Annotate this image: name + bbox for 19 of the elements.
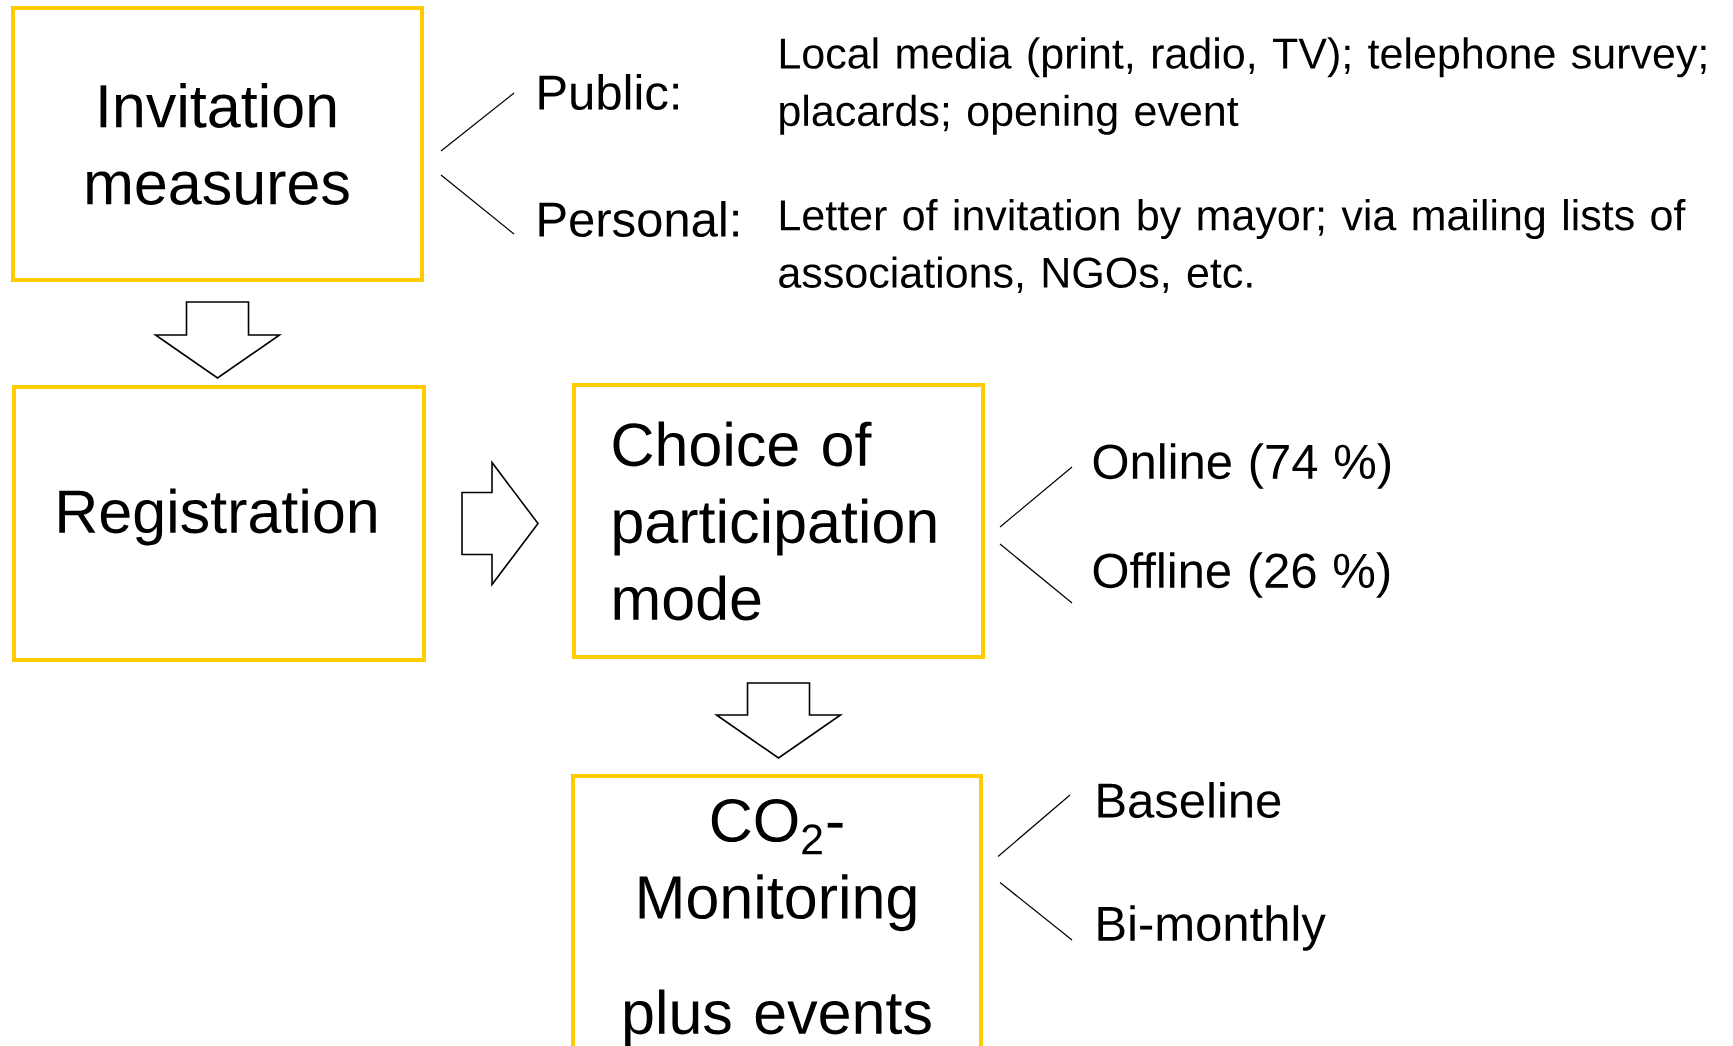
branch-label: Offline (26 %) (1093, 552, 1390, 598)
process-box: Registration (12, 385, 426, 662)
branch-label: Online (74 %) (1093, 443, 1391, 489)
branch-label: Public: Local media (print, radio, TV); telephone survey; placards; opening event (539, 37, 1706, 135)
connector-line (999, 466, 1073, 528)
process-box: Invitation measures (11, 6, 424, 282)
block-arrow (152, 301, 283, 379)
branch-label: Bi-monthly (1098, 905, 1326, 951)
block-arrow (713, 682, 844, 759)
connector-line (997, 794, 1071, 858)
connector-line (440, 92, 515, 152)
connector-line (999, 543, 1073, 604)
process-box: CO$_{2}$- Monitoring plus events (571, 774, 983, 1046)
branch-label: Personal: Letter of invitation by mayor; via mailing lists of associations, NGOs, etc. (539, 199, 1686, 294)
block-arrow (461, 460, 540, 587)
process-box: Choice of participation mode (572, 383, 985, 659)
connector-line (440, 174, 515, 235)
connector-line (999, 881, 1073, 941)
branch-label: Baseline (1098, 782, 1281, 818)
